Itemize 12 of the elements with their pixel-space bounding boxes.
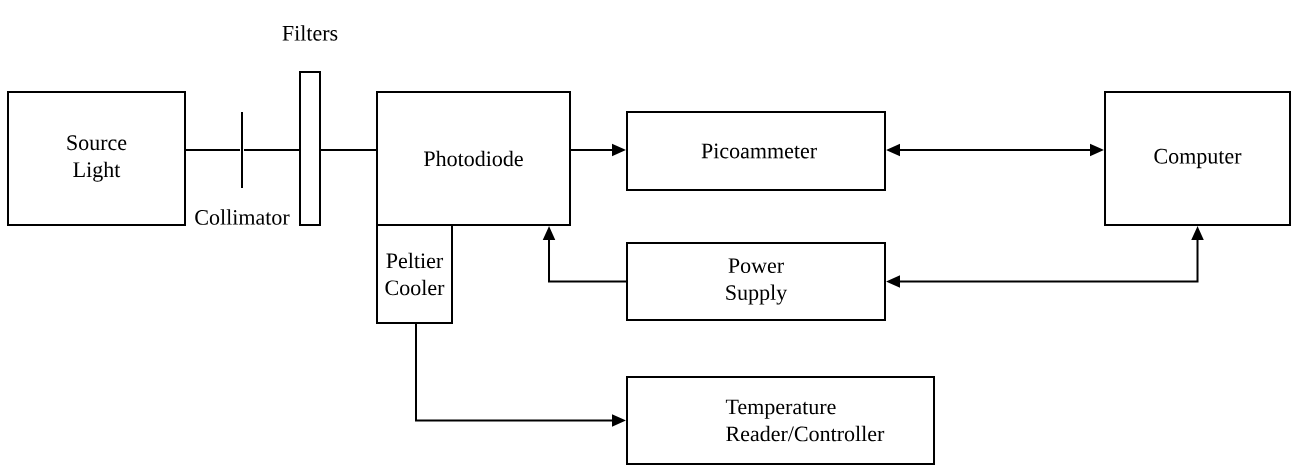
block-box: Picoammeter: [626, 111, 886, 191]
block-box: Power Supply: [626, 242, 886, 321]
block-box: Computer: [1104, 91, 1291, 226]
block-box: Photodiode: [376, 91, 571, 226]
node-label: Filters: [282, 25, 338, 41]
block-box: Source Light: [7, 91, 186, 226]
connector-line: [320, 149, 377, 151]
block-box: Peltier Cooler: [376, 224, 453, 324]
collimator-line: Collimator: [195, 112, 290, 225]
connector-line: [243, 149, 300, 151]
connector-line: [185, 149, 241, 151]
block-box: Temperature Reader/Controller: [626, 376, 935, 465]
